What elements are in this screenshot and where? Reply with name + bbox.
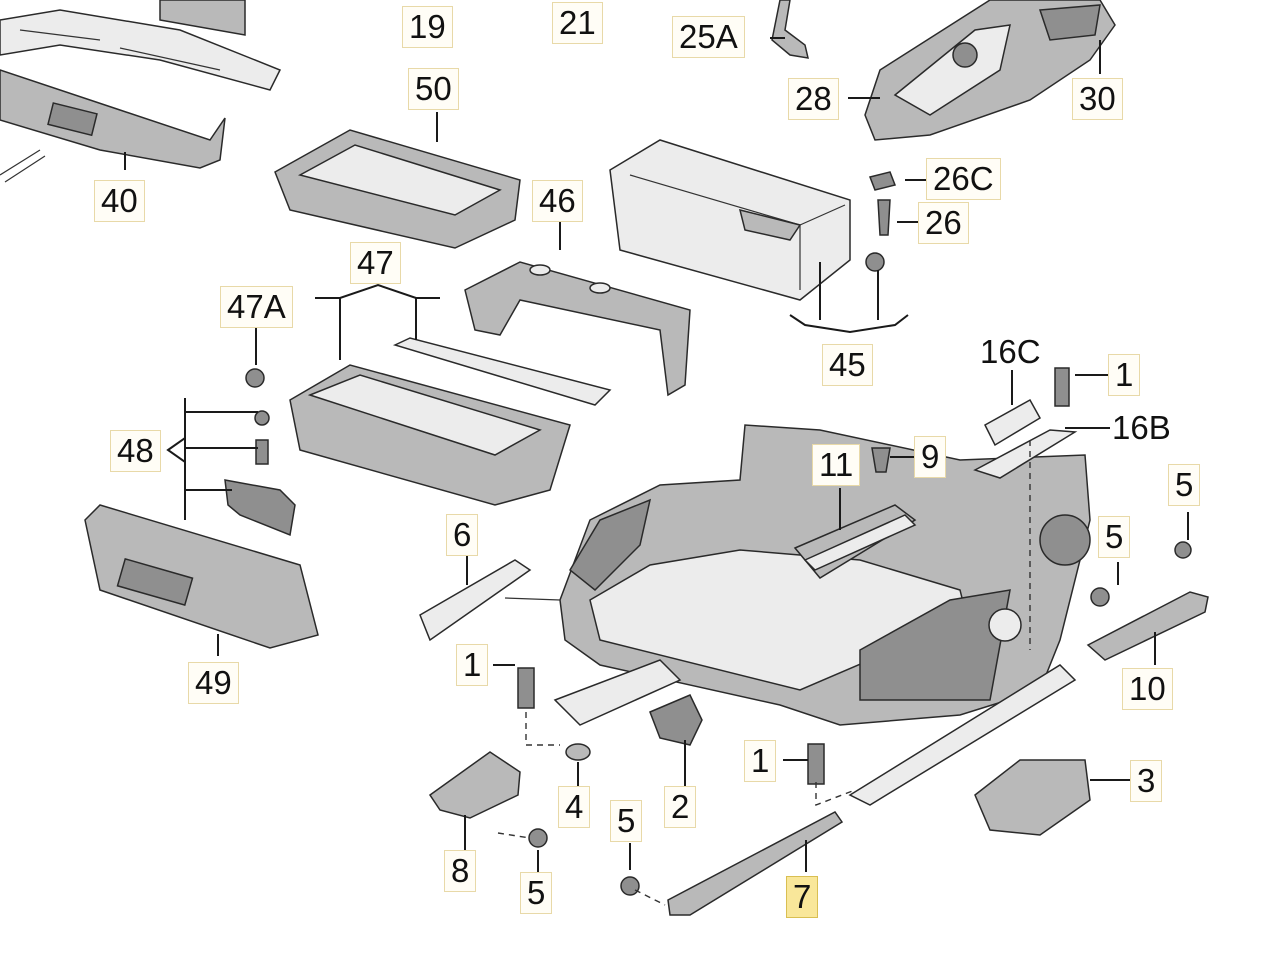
- part-10-rail: [1086, 541, 1209, 661]
- callout-25a: 25A: [672, 16, 745, 58]
- callout-5-right-top: 5: [1168, 464, 1201, 506]
- part-48-fasteners: [224, 410, 296, 537]
- callout-45: 45: [822, 344, 873, 386]
- callout-4: 4: [558, 786, 591, 828]
- part-7-rail-cover: [667, 811, 844, 916]
- callout-9: 9: [914, 436, 947, 478]
- callout-19: 19: [402, 6, 453, 48]
- part-49-cover: [84, 504, 319, 649]
- part-2-clip: [649, 694, 703, 746]
- callout-8: 8: [444, 850, 477, 892]
- part-47-tray: [289, 337, 612, 506]
- callout-26: 26: [918, 202, 969, 244]
- callout-11: 11: [812, 444, 861, 486]
- callout-47a: 47A: [220, 286, 293, 328]
- callout-6: 6: [446, 514, 479, 556]
- part-28-30-switch-housing: [864, 0, 1116, 141]
- callout-40: 40: [94, 180, 145, 222]
- callout-2: 2: [664, 786, 697, 828]
- callout-3: 3: [1130, 760, 1163, 802]
- part-5-screws: [528, 828, 640, 896]
- callout-5-bottom-left: 5: [520, 872, 553, 914]
- part-9-screw: [871, 447, 891, 473]
- part-rail-right: [848, 664, 1077, 806]
- part-50-tray: [274, 129, 521, 249]
- part-16-parts: [973, 367, 1078, 479]
- callout-47: 47: [350, 242, 401, 284]
- part-top-left-frame: [0, 0, 282, 91]
- part-1-screws: [517, 667, 825, 785]
- callout-46: 46: [532, 180, 583, 222]
- part-4-washer: [565, 743, 591, 761]
- part-11-guide: [793, 504, 917, 579]
- part-8-bracket: [428, 751, 521, 819]
- callout-48: 48: [110, 430, 161, 472]
- part-3-cover: [974, 759, 1091, 836]
- callout-5-right-mid: 5: [1098, 516, 1131, 558]
- part-40-trim-panel: [0, 69, 226, 169]
- callout-16b: 16B: [1112, 409, 1171, 446]
- callout-1-mid: 1: [744, 740, 777, 782]
- callout-28: 28: [788, 78, 839, 120]
- callout-16c: 16C: [980, 333, 1041, 370]
- part-47a-screw: [245, 368, 265, 388]
- callout-50: 50: [408, 68, 459, 110]
- part-rail-left: [553, 659, 682, 726]
- part-6-rail: [419, 559, 532, 642]
- part-26-screw: [865, 171, 897, 272]
- callout-1-top: 1: [1108, 354, 1141, 396]
- callout-1-left: 1: [456, 644, 489, 686]
- callout-7-highlighted: 7: [786, 876, 819, 918]
- part-screw-left: [0, 149, 46, 183]
- callout-49: 49: [188, 662, 239, 704]
- callout-5-bottom-mid: 5: [610, 800, 643, 842]
- part-25a-bracket: [771, 0, 809, 59]
- callout-26c: 26C: [926, 158, 1001, 200]
- callout-21: 21: [552, 2, 603, 44]
- callout-10: 10: [1122, 668, 1173, 710]
- part-45-frame: [609, 139, 851, 301]
- callout-30: 30: [1072, 78, 1123, 120]
- part-46-bracket: [464, 261, 691, 397]
